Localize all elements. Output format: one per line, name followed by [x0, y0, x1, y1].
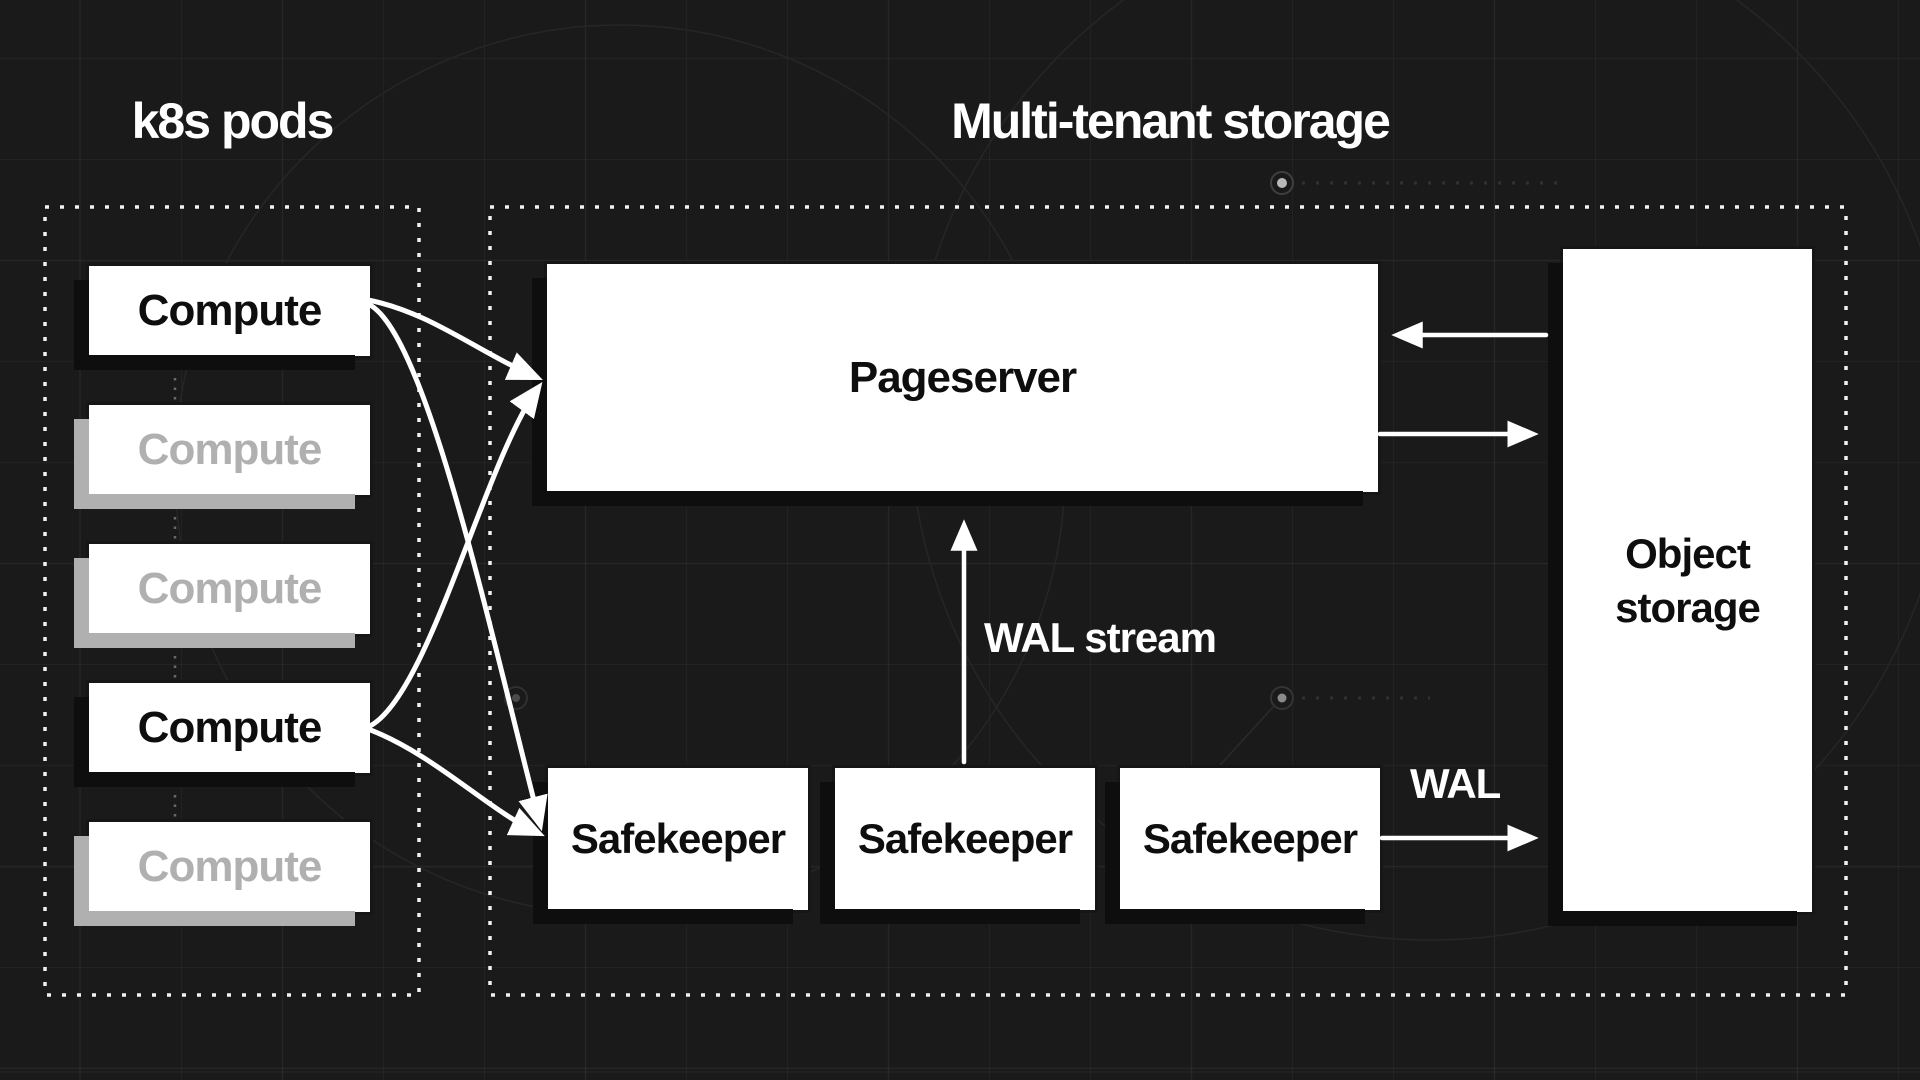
object-storage-accent	[1548, 263, 1797, 926]
safekeeper-label: Safekeeper	[857, 815, 1073, 862]
safekeeper-box-2: Safekeeper	[820, 768, 1095, 924]
safekeeper-box-3: Safekeeper	[1105, 768, 1380, 924]
grid-node-ornament	[504, 686, 528, 710]
multi-tenant-group-border	[488, 205, 1848, 997]
object-storage-label: Object storage	[1615, 529, 1761, 631]
compute-label: Compute	[137, 564, 323, 613]
compute-box-5: Compute	[74, 822, 370, 926]
compute-box-3: Compute	[74, 544, 370, 648]
compute-accent-inactive	[74, 836, 355, 926]
compute-accent-active	[74, 697, 355, 787]
compute-label: Compute	[137, 842, 323, 891]
compute-accent-inactive	[74, 419, 355, 509]
wal-stream-label: WAL stream	[984, 614, 1217, 661]
compute-label: Compute	[137, 703, 323, 752]
k8s-pods-title: k8s pods	[131, 93, 335, 149]
pageserver-label: Pageserver	[848, 353, 1077, 402]
safekeeper-accent	[820, 782, 1080, 924]
compute-label: Compute	[137, 286, 323, 335]
compute-box-2: Compute	[74, 405, 370, 509]
grid-node-ornament	[1270, 171, 1560, 195]
safekeeper-label: Safekeeper	[570, 815, 786, 862]
compute-box-4: Compute	[74, 683, 370, 787]
safekeeper-accent	[1105, 782, 1365, 924]
compute-box-1: Compute	[74, 266, 370, 370]
pageserver-box: Pageserver	[532, 264, 1378, 506]
compute-accent-inactive	[74, 558, 355, 648]
object-storage-box: Object storage	[1548, 249, 1812, 926]
safekeeper-box-1: Safekeeper	[533, 768, 808, 924]
compute-accent-active	[74, 280, 355, 370]
multi-tenant-storage-title: Multi-tenant storage	[951, 93, 1391, 149]
safekeeper-label: Safekeeper	[1142, 815, 1358, 862]
compute-label: Compute	[137, 425, 323, 474]
wal-label: WAL	[1410, 760, 1501, 807]
